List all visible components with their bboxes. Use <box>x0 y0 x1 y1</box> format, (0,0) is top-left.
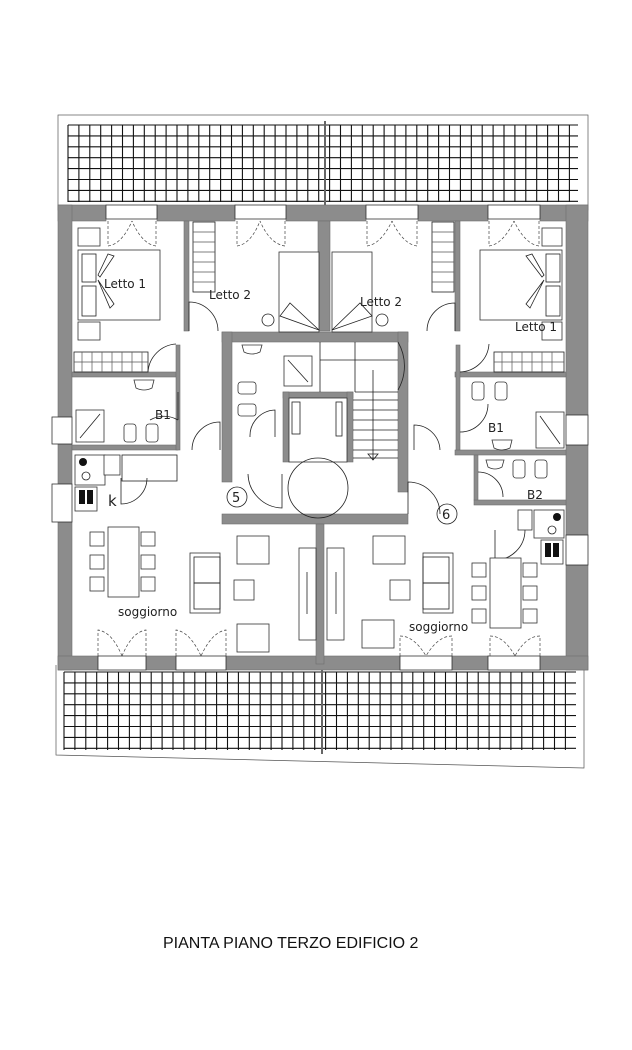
room-label-b2-right: B2 <box>527 488 543 502</box>
stair-icon <box>319 341 405 461</box>
room-labels: Letto 1 Letto 2 B1 k soggiorno Letto 2 L… <box>104 277 557 634</box>
terrace-grid-south <box>63 668 576 754</box>
unit-5-marker <box>226 486 248 508</box>
walls <box>57 204 589 671</box>
room-label-letto-1-left: Letto 1 <box>104 277 146 291</box>
room-label-letto-2-left: Letto 2 <box>209 288 251 302</box>
windows <box>51 204 589 671</box>
elevator-icon <box>287 397 349 519</box>
bed-icon <box>77 249 161 321</box>
french-doors <box>97 220 541 657</box>
unit-numbers: 5 6 <box>226 486 458 525</box>
room-label-b1-right: B1 <box>488 421 504 435</box>
dining-table-icon <box>107 526 140 598</box>
room-label-letto-1-right: Letto 1 <box>515 320 557 334</box>
door-swing-icon <box>120 301 526 561</box>
unit-number-6: 6 <box>442 508 450 523</box>
room-label-soggiorno-left: soggiorno <box>118 605 177 619</box>
drawing-title: PIANTA PIANO TERZO EDIFICIO 2 <box>163 935 419 952</box>
unit-number-5: 5 <box>232 491 240 506</box>
room-label-letto-2-right: Letto 2 <box>360 295 402 309</box>
room-label-kitchen-left: k <box>108 492 117 510</box>
north-terrace <box>57 114 589 211</box>
south-terrace <box>55 665 585 769</box>
left-unit-furniture <box>73 221 320 653</box>
room-label-soggiorno-right: soggiorno <box>409 620 468 634</box>
right-unit-furniture <box>326 221 565 649</box>
unit-6-marker <box>436 503 458 525</box>
room-label-b1-left: B1 <box>155 408 171 422</box>
terrace-grid-north <box>67 121 578 206</box>
